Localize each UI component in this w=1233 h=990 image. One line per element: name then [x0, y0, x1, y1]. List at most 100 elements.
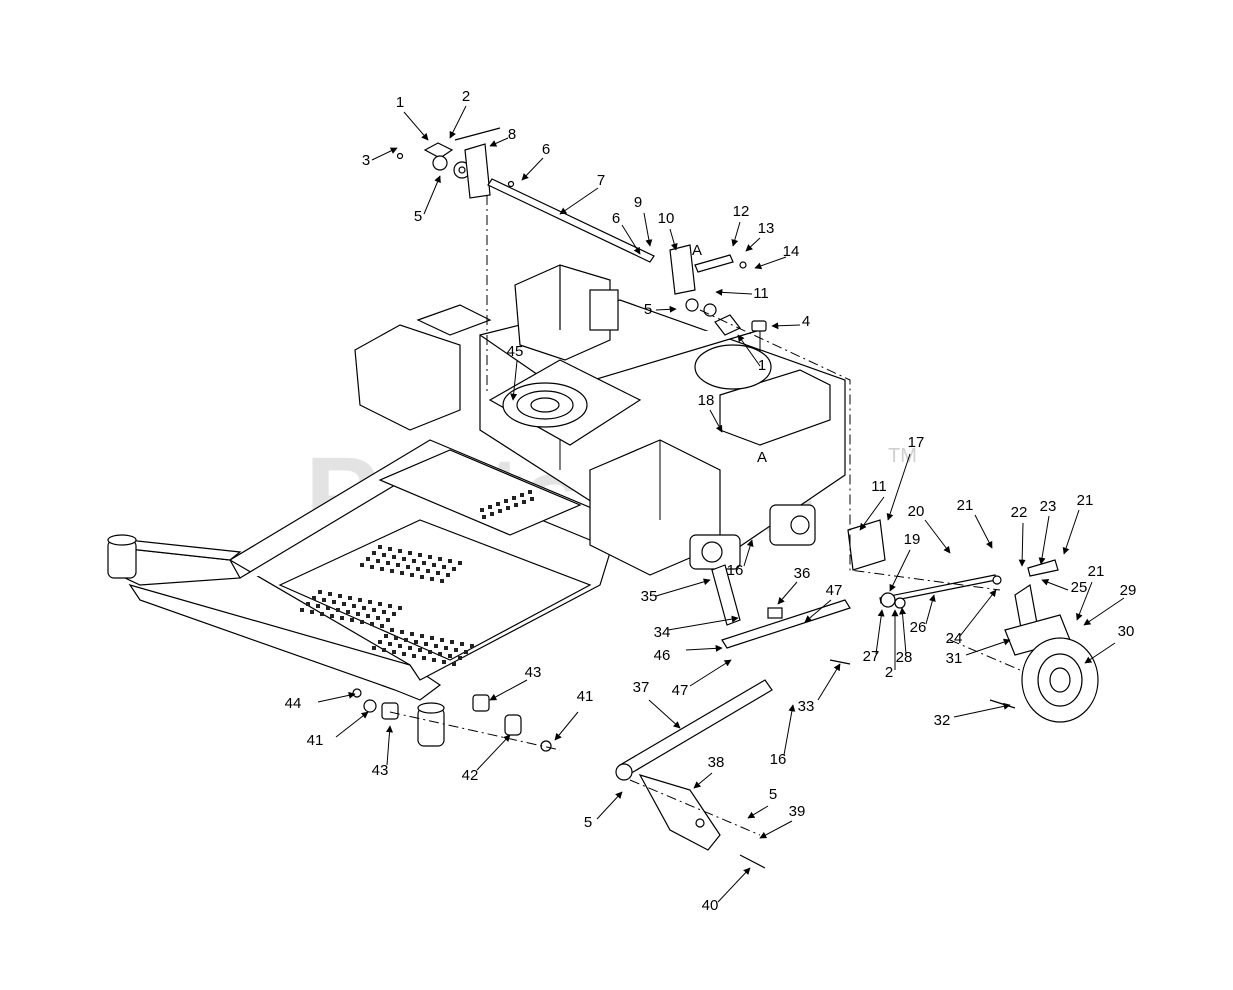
callout-leader-21 — [1062, 509, 1080, 555]
grip-hole — [432, 658, 436, 662]
grip-hole — [446, 573, 450, 577]
grip-hole — [382, 648, 386, 652]
grip-hole — [424, 642, 428, 646]
grip-hole — [318, 590, 322, 594]
callout-label-38: 38 — [708, 754, 725, 771]
grip-hole — [426, 569, 430, 573]
callout-label-1: 1 — [396, 94, 404, 111]
callout-leader-47 — [804, 599, 832, 623]
grip-hole — [398, 606, 402, 610]
grip-hole — [386, 561, 390, 565]
callout-label-1: 1 — [758, 357, 766, 374]
grip-hole — [412, 654, 416, 658]
grip-hole — [438, 557, 442, 561]
callout-leader-19 — [889, 549, 911, 592]
grip-hole — [378, 545, 382, 549]
grip-hole — [394, 636, 398, 640]
callout-leader-34 — [667, 615, 739, 631]
grip-hole — [380, 624, 384, 628]
grip-hole — [448, 654, 452, 658]
watermark-trademark: TM — [888, 445, 917, 467]
grip-hole — [360, 563, 364, 567]
grip-hole — [356, 612, 360, 616]
grip-hole — [306, 602, 310, 606]
grip-hole — [528, 490, 532, 494]
reference-mark-a: A — [692, 242, 702, 259]
grip-hole — [480, 508, 484, 512]
grip-hole — [336, 608, 340, 612]
grip-hole — [316, 604, 320, 608]
callout-label-8: 8 — [508, 126, 516, 143]
callout-label-28: 28 — [896, 649, 913, 666]
callout-label-47: 47 — [672, 682, 689, 699]
callout-label-24: 24 — [946, 630, 963, 647]
grip-hole — [372, 608, 376, 612]
grip-hole — [406, 565, 410, 569]
callout-label-13: 13 — [758, 220, 775, 237]
grip-hole — [378, 640, 382, 644]
grip-hole — [328, 592, 332, 596]
grip-hole — [422, 561, 426, 565]
callout-label-20: 20 — [908, 503, 925, 520]
callout-label-21: 21 — [1088, 563, 1105, 580]
callout-label-21: 21 — [1077, 492, 1094, 509]
grip-hole — [366, 557, 370, 561]
callout-leader-11 — [859, 496, 885, 531]
grip-hole — [436, 571, 440, 575]
grip-hole — [392, 612, 396, 616]
grip-hole — [370, 622, 374, 626]
callout-leader-40 — [717, 867, 751, 903]
grip-hole — [410, 573, 414, 577]
callout-label-5: 5 — [769, 786, 777, 803]
grip-hole — [338, 594, 342, 598]
callout-label-4: 4 — [802, 313, 810, 330]
grip-hole — [384, 634, 388, 638]
callout-leader-14 — [754, 256, 787, 270]
callout-leader-21 — [1076, 581, 1093, 621]
callout-leader-7 — [559, 187, 599, 215]
callout-leader-21 — [974, 514, 993, 549]
callout-leader-30 — [1084, 642, 1116, 664]
callout-label-44: 44 — [285, 695, 302, 712]
callout-leader-46 — [685, 644, 723, 652]
grip-hole — [386, 618, 390, 622]
grip-hole — [368, 600, 372, 604]
grip-hole — [428, 650, 432, 654]
grip-hole — [410, 632, 414, 636]
callout-leader-41 — [335, 711, 369, 738]
callout-label-33: 33 — [798, 698, 815, 715]
callout-label-40: 40 — [702, 897, 719, 914]
grip-hole — [332, 600, 336, 604]
grip-hole — [444, 646, 448, 650]
grip-hole — [488, 505, 492, 509]
callout-label-2: 2 — [885, 664, 893, 681]
chassis-frame — [107, 264, 846, 747]
callout-label-30: 30 — [1118, 623, 1135, 640]
callout-label-5: 5 — [644, 301, 652, 318]
grip-hole — [400, 571, 404, 575]
callout-label-27: 27 — [863, 648, 880, 665]
grip-hole — [378, 602, 382, 606]
grip-hole — [454, 648, 458, 652]
callout-label-17: 17 — [908, 434, 925, 451]
grip-hole — [420, 634, 424, 638]
callout-label-47: 47 — [826, 582, 843, 599]
callout-leader-32 — [953, 702, 1011, 718]
callout-label-37: 37 — [633, 679, 650, 696]
grip-hole — [440, 579, 444, 583]
callout-leader-33 — [817, 663, 841, 701]
grip-hole — [342, 602, 346, 606]
callout-label-16: 16 — [770, 751, 787, 768]
callout-label-7: 7 — [597, 172, 605, 189]
grip-hole — [388, 604, 392, 608]
grip-hole — [372, 646, 376, 650]
callout-leaders — [317, 105, 1125, 903]
callout-leader-37 — [648, 699, 681, 729]
grip-hole — [452, 567, 456, 571]
callout-label-12: 12 — [733, 203, 750, 220]
callout-leader-5 — [596, 791, 623, 820]
grip-hole — [432, 563, 436, 567]
grip-hole — [390, 628, 394, 632]
grip-hole — [358, 598, 362, 602]
